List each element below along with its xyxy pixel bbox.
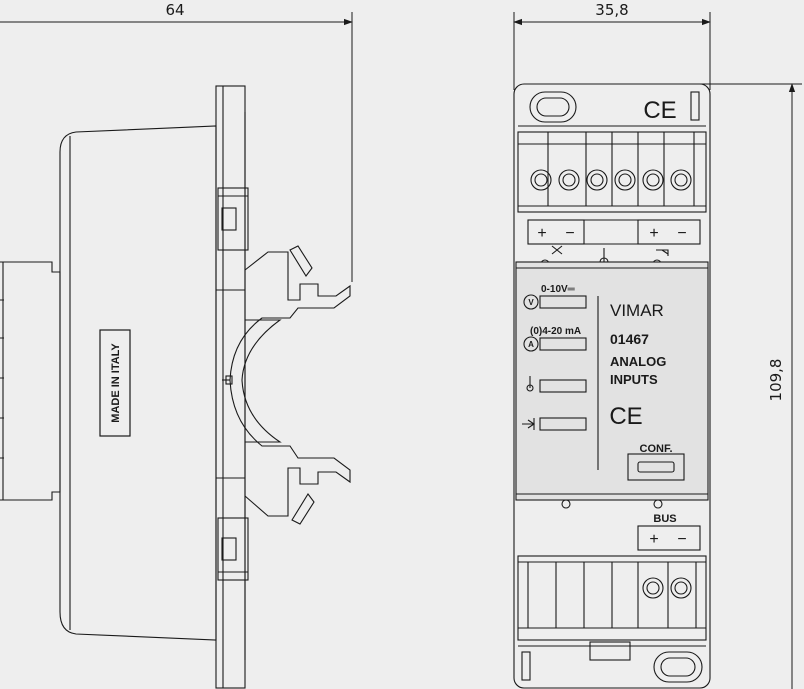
input-labels: 0-10V═ (0)4-20 mA V A [528, 284, 581, 349]
dimension-label-side-width: 64 [165, 1, 184, 19]
conf-label: CONF. [640, 443, 673, 455]
polarity-minus-right: − [677, 225, 686, 242]
product-code: 01467 [610, 331, 649, 347]
dimension-width-side [0, 12, 353, 282]
made-in-italy-text: MADE IN ITALY [110, 343, 122, 423]
polarity-plus-left: + [537, 225, 546, 242]
product-info: VIMAR 01467 ANALOG INPUTS CE [609, 301, 666, 430]
ce-mark-panel: CE [609, 403, 642, 430]
top-terminal-polarity: + − + − [537, 225, 686, 242]
brand-name: VIMAR [610, 301, 664, 320]
input-label-voltage: 0-10V═ [541, 284, 576, 295]
dimension-label-front-width: 35,8 [595, 1, 628, 19]
polarity-plus-right: + [649, 225, 658, 242]
dimension-height-front [700, 83, 802, 689]
bus-polarity-plus: + [649, 531, 658, 548]
front-view [513, 83, 711, 689]
input-symbol-voltage: V [528, 298, 534, 307]
dimension-label-front-height: 109,8 [767, 359, 785, 402]
polarity-minus-left: − [565, 225, 574, 242]
ce-mark-top: CE [643, 97, 676, 124]
product-name-line2: INPUTS [610, 372, 658, 387]
bus-section: BUS + − [649, 513, 686, 548]
product-name-line1: ANALOG [610, 354, 666, 369]
bus-label: BUS [653, 513, 676, 525]
made-in-italy-label: MADE IN ITALY [99, 329, 131, 437]
input-label-current: (0)4-20 mA [530, 326, 581, 337]
bus-polarity-minus: − [677, 531, 686, 548]
dimension-width-front [513, 12, 711, 90]
side-view [0, 85, 351, 689]
input-symbol-current: A [528, 340, 534, 349]
